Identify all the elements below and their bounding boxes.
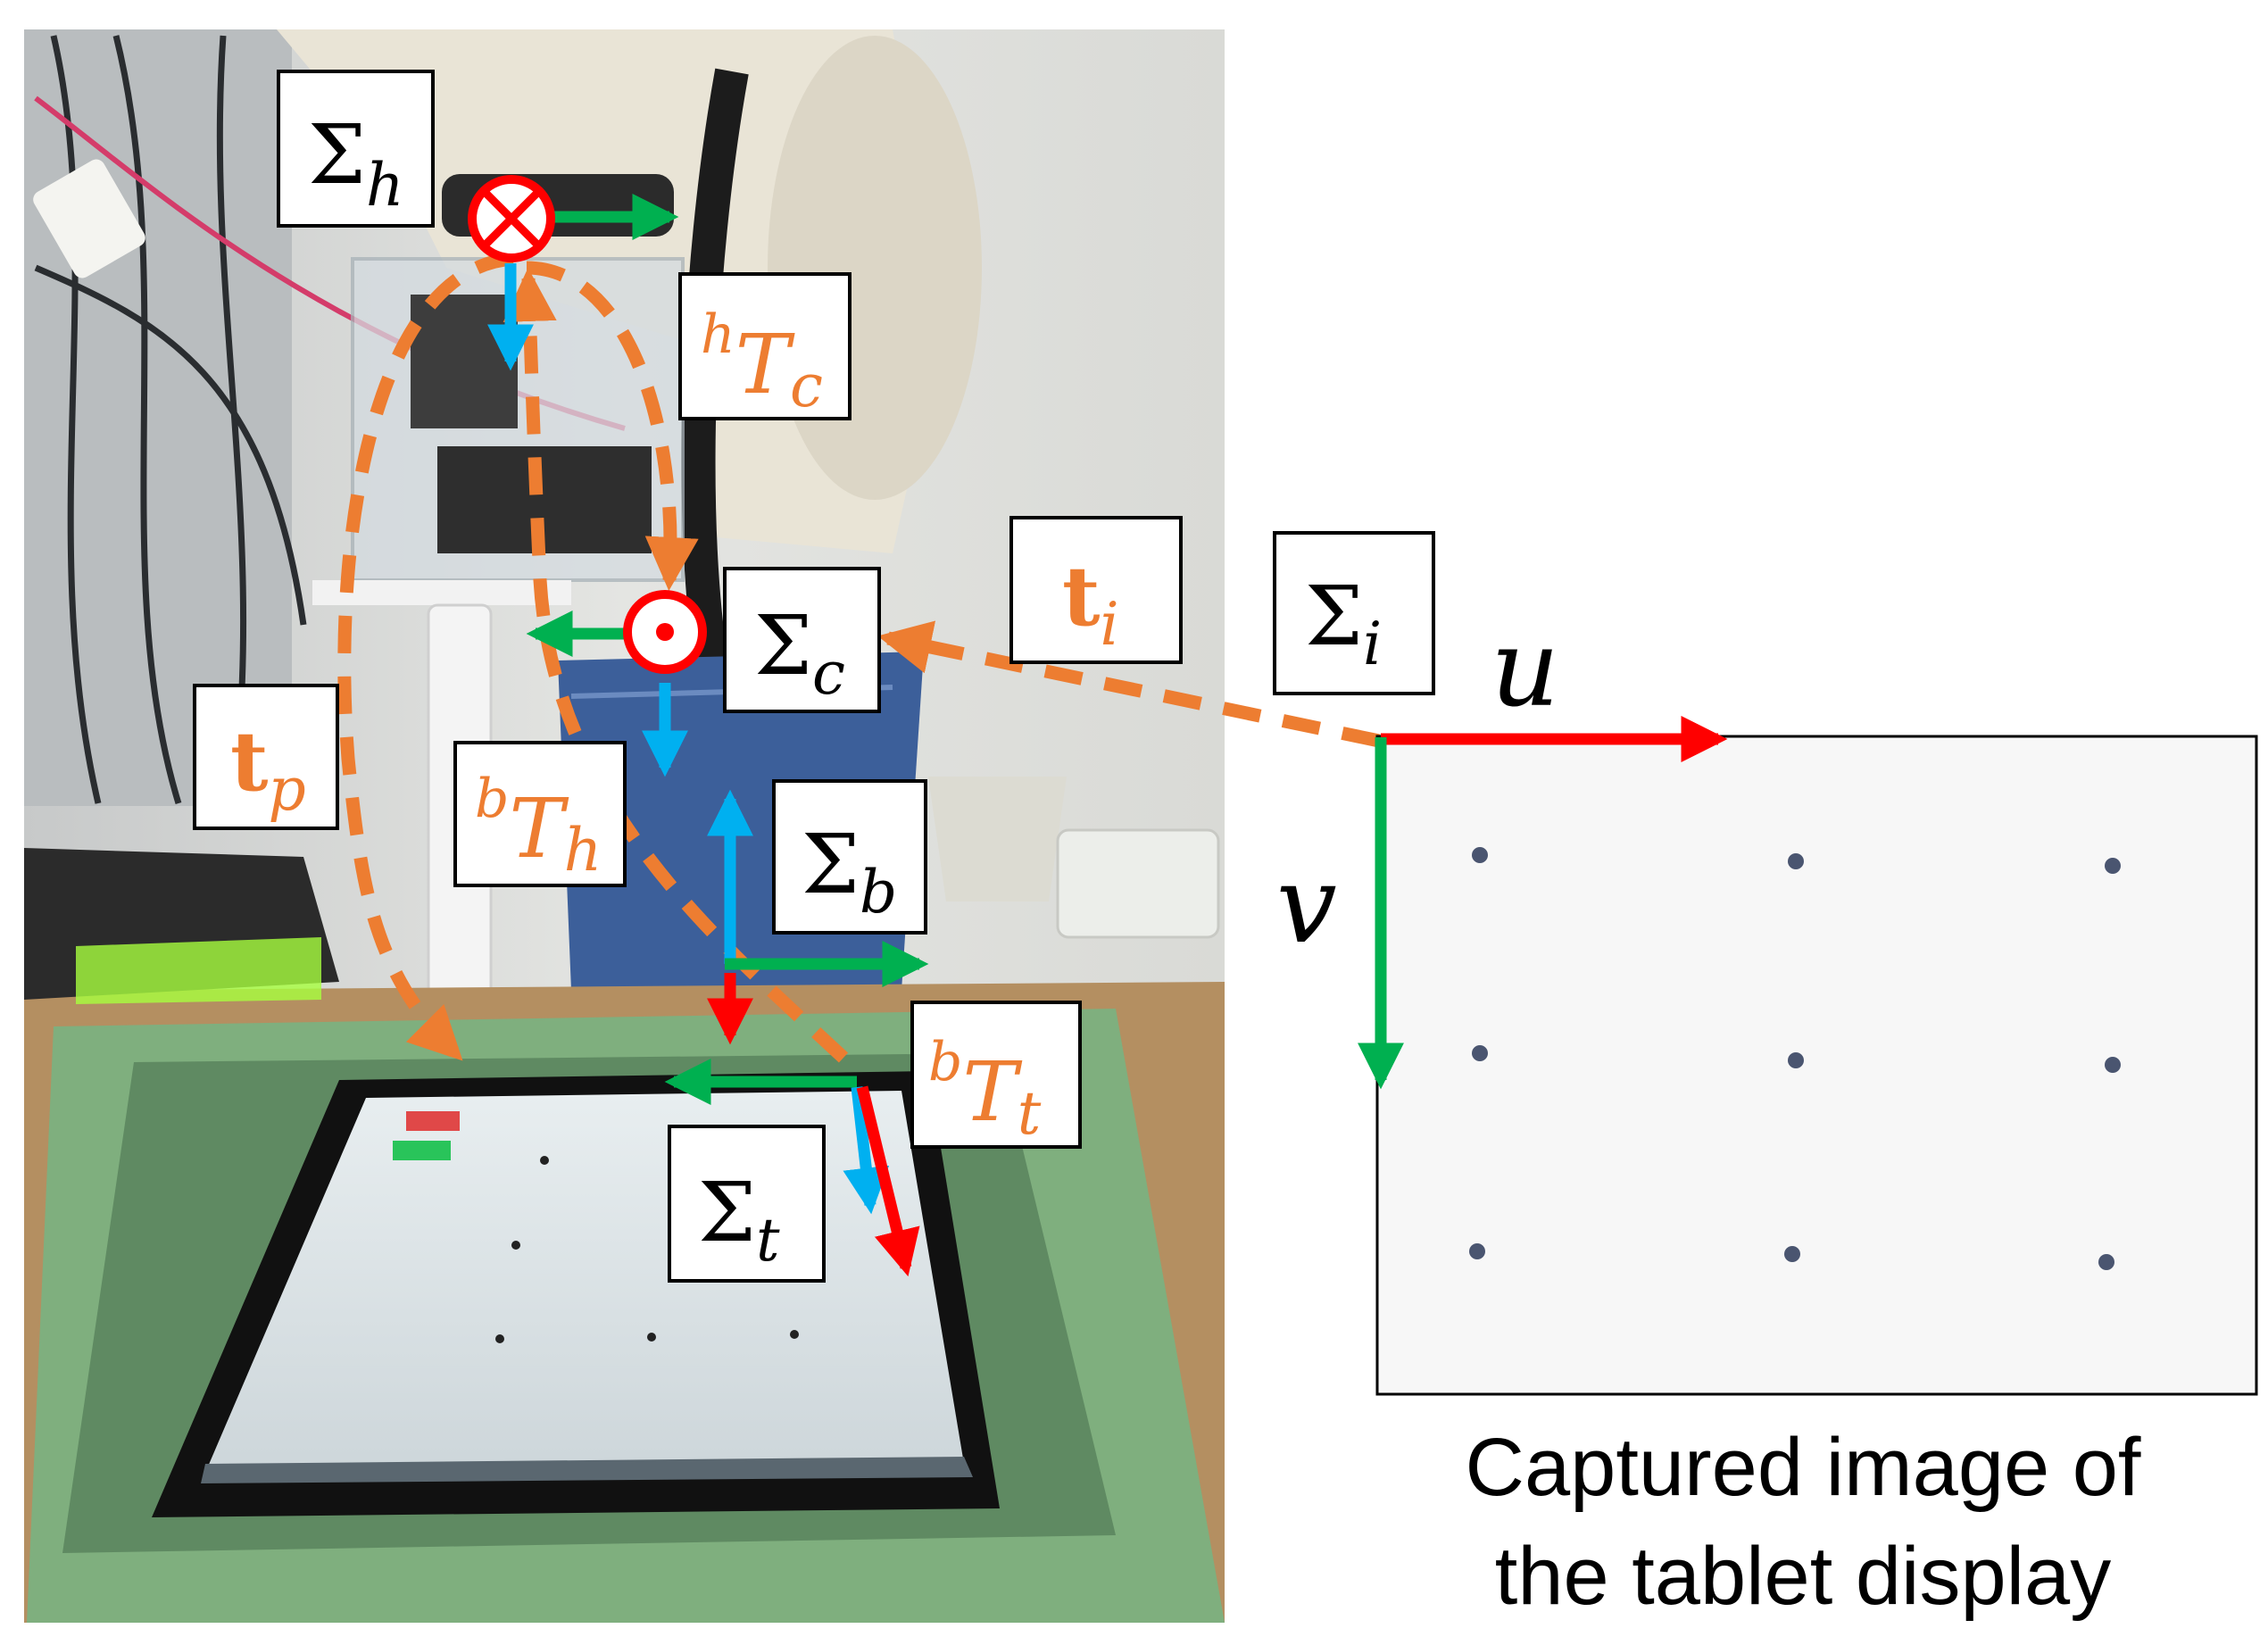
caption-line-1: Captured image of: [1465, 1422, 2141, 1513]
label-sigma-c: Σc: [723, 567, 881, 713]
grid-dot: [1788, 853, 1804, 869]
svg-text:Σt: Σt: [698, 1165, 780, 1275]
svg-text:bTh: bTh: [475, 768, 602, 885]
label-sigma-b: Σb: [772, 779, 927, 935]
into-page-icon: [468, 175, 555, 262]
svg-text:Σh: Σh: [308, 107, 404, 220]
label-h-T-c: hTc: [678, 272, 852, 420]
label-b-T-h: bTh: [453, 741, 627, 887]
svg-text:bTt: bTt: [928, 1031, 1042, 1148]
hTc-path: [526, 261, 699, 591]
grid-dot: [2098, 1254, 2114, 1270]
grid-dot: [1472, 1045, 1488, 1061]
grid-dot: [1472, 847, 1488, 863]
grid-dot: [2105, 858, 2121, 874]
svg-text:Σc: Σc: [754, 598, 845, 708]
label-t-p: tp: [193, 684, 339, 830]
svg-text:hTc: hTc: [701, 303, 823, 420]
caption-line-2: the tablet display: [1494, 1531, 2112, 1622]
dot-grid: [1469, 847, 2121, 1270]
svg-text:Σb: Σb: [802, 817, 897, 926]
frame-b-axes: [707, 789, 929, 1045]
u-axis-label: u: [1491, 607, 1559, 731]
grid-dot: [2105, 1057, 2121, 1073]
grid-dot: [1469, 1243, 1485, 1259]
frame-h-axes: [487, 194, 679, 371]
v-axis-label: v: [1276, 843, 1337, 968]
grid-dot: [1784, 1246, 1800, 1262]
tp-path: [337, 252, 514, 1061]
out-of-page-icon: [623, 590, 707, 674]
label-sigma-t: Σt: [668, 1125, 826, 1283]
svg-text:Σi: Σi: [1305, 569, 1382, 678]
label-sigma-h: Σh: [277, 70, 435, 228]
svg-text:tp: tp: [230, 713, 306, 824]
captured-image-panel: [1358, 716, 2258, 1396]
label-t-i: ti: [1009, 516, 1183, 664]
label-b-T-t: bTt: [910, 1001, 1082, 1149]
label-sigma-i: Σi: [1273, 531, 1435, 695]
frame-t-axes: [664, 1059, 920, 1277]
ti-path: [877, 620, 1381, 748]
grid-dot: [1788, 1052, 1804, 1068]
frame-c-axes: [526, 611, 688, 777]
svg-text:ti: ti: [1062, 548, 1119, 659]
